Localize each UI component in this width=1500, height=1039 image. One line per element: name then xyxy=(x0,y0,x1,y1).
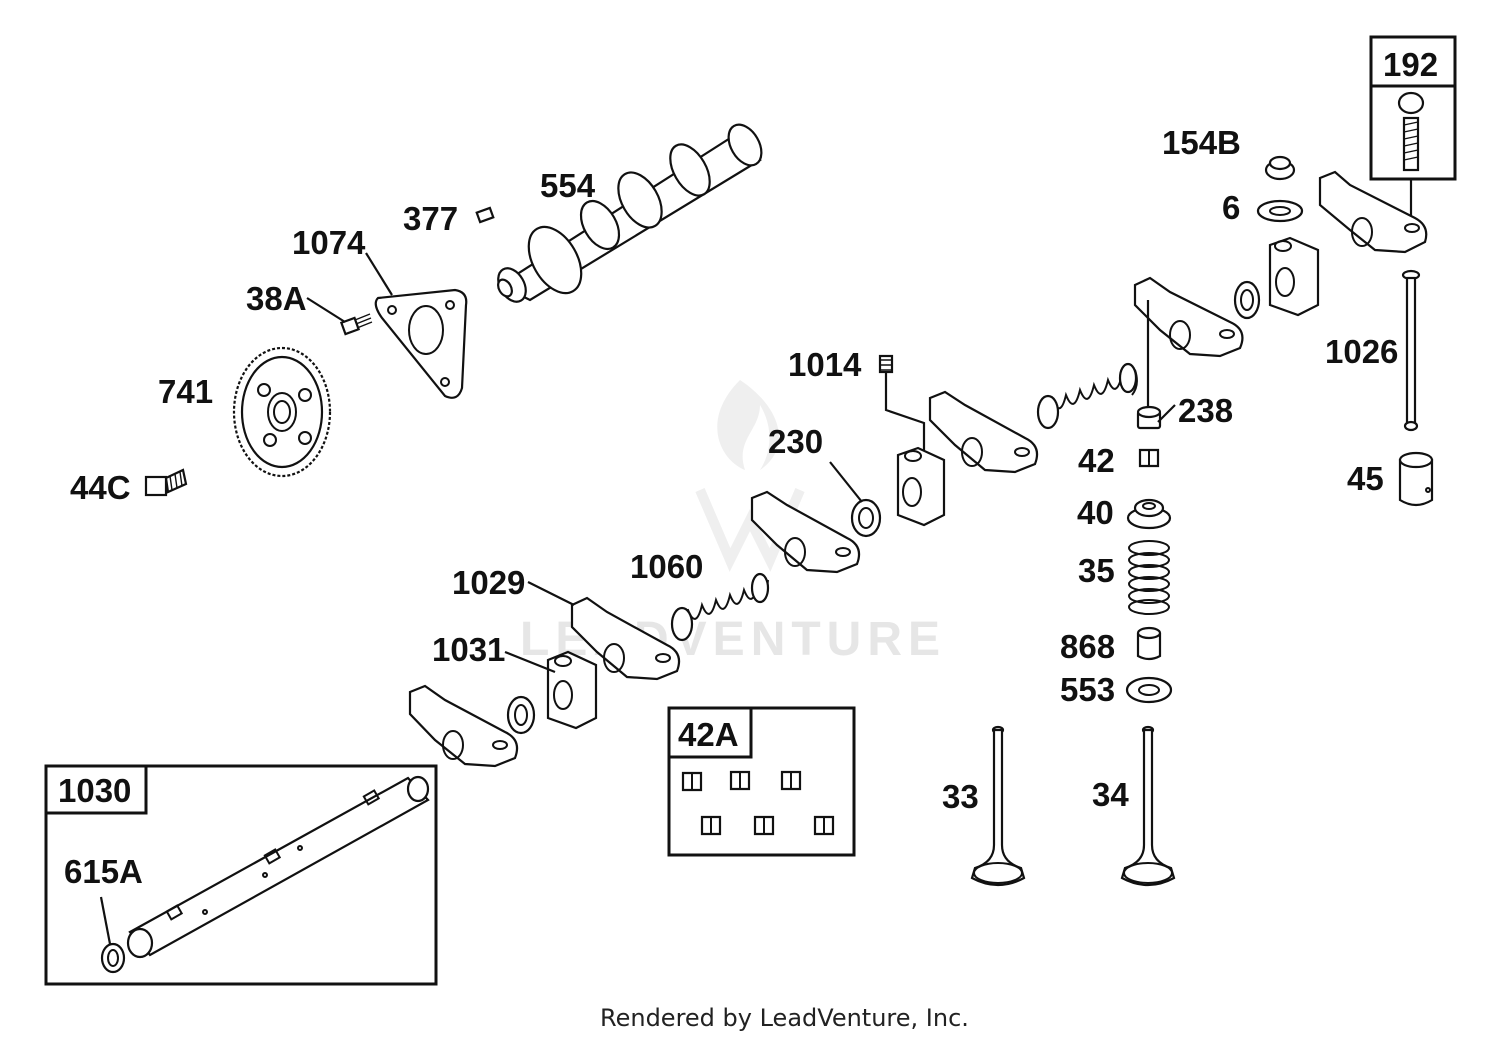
label-34: 34 xyxy=(1092,776,1129,813)
label-42A: 42A xyxy=(678,716,739,753)
intake-valve-34[interactable] xyxy=(1120,725,1176,887)
washer-right[interactable] xyxy=(1233,280,1261,320)
rocker-arm-top-right[interactable] xyxy=(1318,170,1428,254)
rocker-shaft-1030[interactable] xyxy=(126,775,430,959)
label-33: 33 xyxy=(942,778,979,815)
retainer-40[interactable] xyxy=(1126,498,1172,530)
clip-615A[interactable] xyxy=(100,942,126,974)
plate-1074[interactable] xyxy=(374,288,468,399)
label-6: 6 xyxy=(1222,189,1240,226)
washer-553[interactable] xyxy=(1125,676,1173,704)
camshaft-554[interactable] xyxy=(493,119,769,307)
box-192: 192 xyxy=(1369,35,1457,181)
pushrod-1026[interactable] xyxy=(1401,269,1421,432)
label-1060: 1060 xyxy=(630,548,703,585)
rocker-stud-block-middle[interactable] xyxy=(896,446,946,527)
rocker-arm-upper-mid[interactable] xyxy=(1133,276,1244,358)
box-1030: 1030 615A xyxy=(44,764,438,986)
washer-left[interactable] xyxy=(506,695,536,735)
exhaust-valve-33[interactable] xyxy=(970,725,1026,887)
label-154B: 154B xyxy=(1162,124,1241,161)
rocker-arm-bottom-left[interactable] xyxy=(408,684,519,768)
label-615A: 615A xyxy=(64,853,143,890)
part-labels: 154B 6 554 377 1074 38A 741 44C 1014 102… xyxy=(70,124,1398,815)
cam-gear-741[interactable] xyxy=(232,346,332,478)
label-1029: 1029 xyxy=(452,564,525,601)
rocker-arm-1029[interactable] xyxy=(570,596,681,681)
label-1031: 1031 xyxy=(432,631,505,668)
rocker-arm-middle[interactable] xyxy=(928,390,1039,474)
valve-seal-868[interactable] xyxy=(1136,626,1162,661)
label-1074: 1074 xyxy=(292,224,366,261)
screw-38A[interactable] xyxy=(339,313,373,336)
label-1026: 1026 xyxy=(1325,333,1398,370)
rocker-stud-block-1031[interactable] xyxy=(546,650,598,730)
washer-230[interactable] xyxy=(850,498,882,538)
label-554: 554 xyxy=(540,167,596,204)
rocker-stud-block-right[interactable] xyxy=(1268,236,1320,317)
label-230: 230 xyxy=(768,423,823,460)
spring-upper[interactable] xyxy=(1036,362,1138,430)
label-42: 42 xyxy=(1078,442,1115,479)
label-35: 35 xyxy=(1078,552,1115,589)
rocker-arm-left-middle[interactable] xyxy=(750,490,861,574)
washer-6[interactable] xyxy=(1256,199,1304,223)
label-1014: 1014 xyxy=(788,346,862,383)
label-868: 868 xyxy=(1060,628,1115,665)
keeper-set-42A[interactable] xyxy=(681,770,835,836)
label-377: 377 xyxy=(403,200,458,237)
label-192: 192 xyxy=(1383,46,1438,83)
valve-spring-35[interactable] xyxy=(1128,540,1170,615)
label-44C: 44C xyxy=(70,469,131,506)
nut-1014[interactable] xyxy=(878,354,894,374)
cap-238[interactable] xyxy=(1136,405,1162,430)
label-741: 741 xyxy=(158,373,213,410)
spring-1060[interactable] xyxy=(670,572,770,642)
label-238: 238 xyxy=(1178,392,1233,429)
label-45: 45 xyxy=(1347,460,1384,497)
nut-154B[interactable] xyxy=(1264,155,1296,181)
label-553: 553 xyxy=(1060,671,1115,708)
box-42A: 42A xyxy=(667,706,856,857)
label-40: 40 xyxy=(1077,494,1114,531)
bolt-44C[interactable] xyxy=(144,468,188,497)
tappet-45[interactable] xyxy=(1398,451,1434,507)
label-38A: 38A xyxy=(246,280,307,317)
credit-text: Rendered by LeadVenture, Inc. xyxy=(600,1004,969,1032)
keeper-42[interactable] xyxy=(1138,448,1160,468)
key-377[interactable] xyxy=(475,206,495,224)
label-1030: 1030 xyxy=(58,772,131,809)
